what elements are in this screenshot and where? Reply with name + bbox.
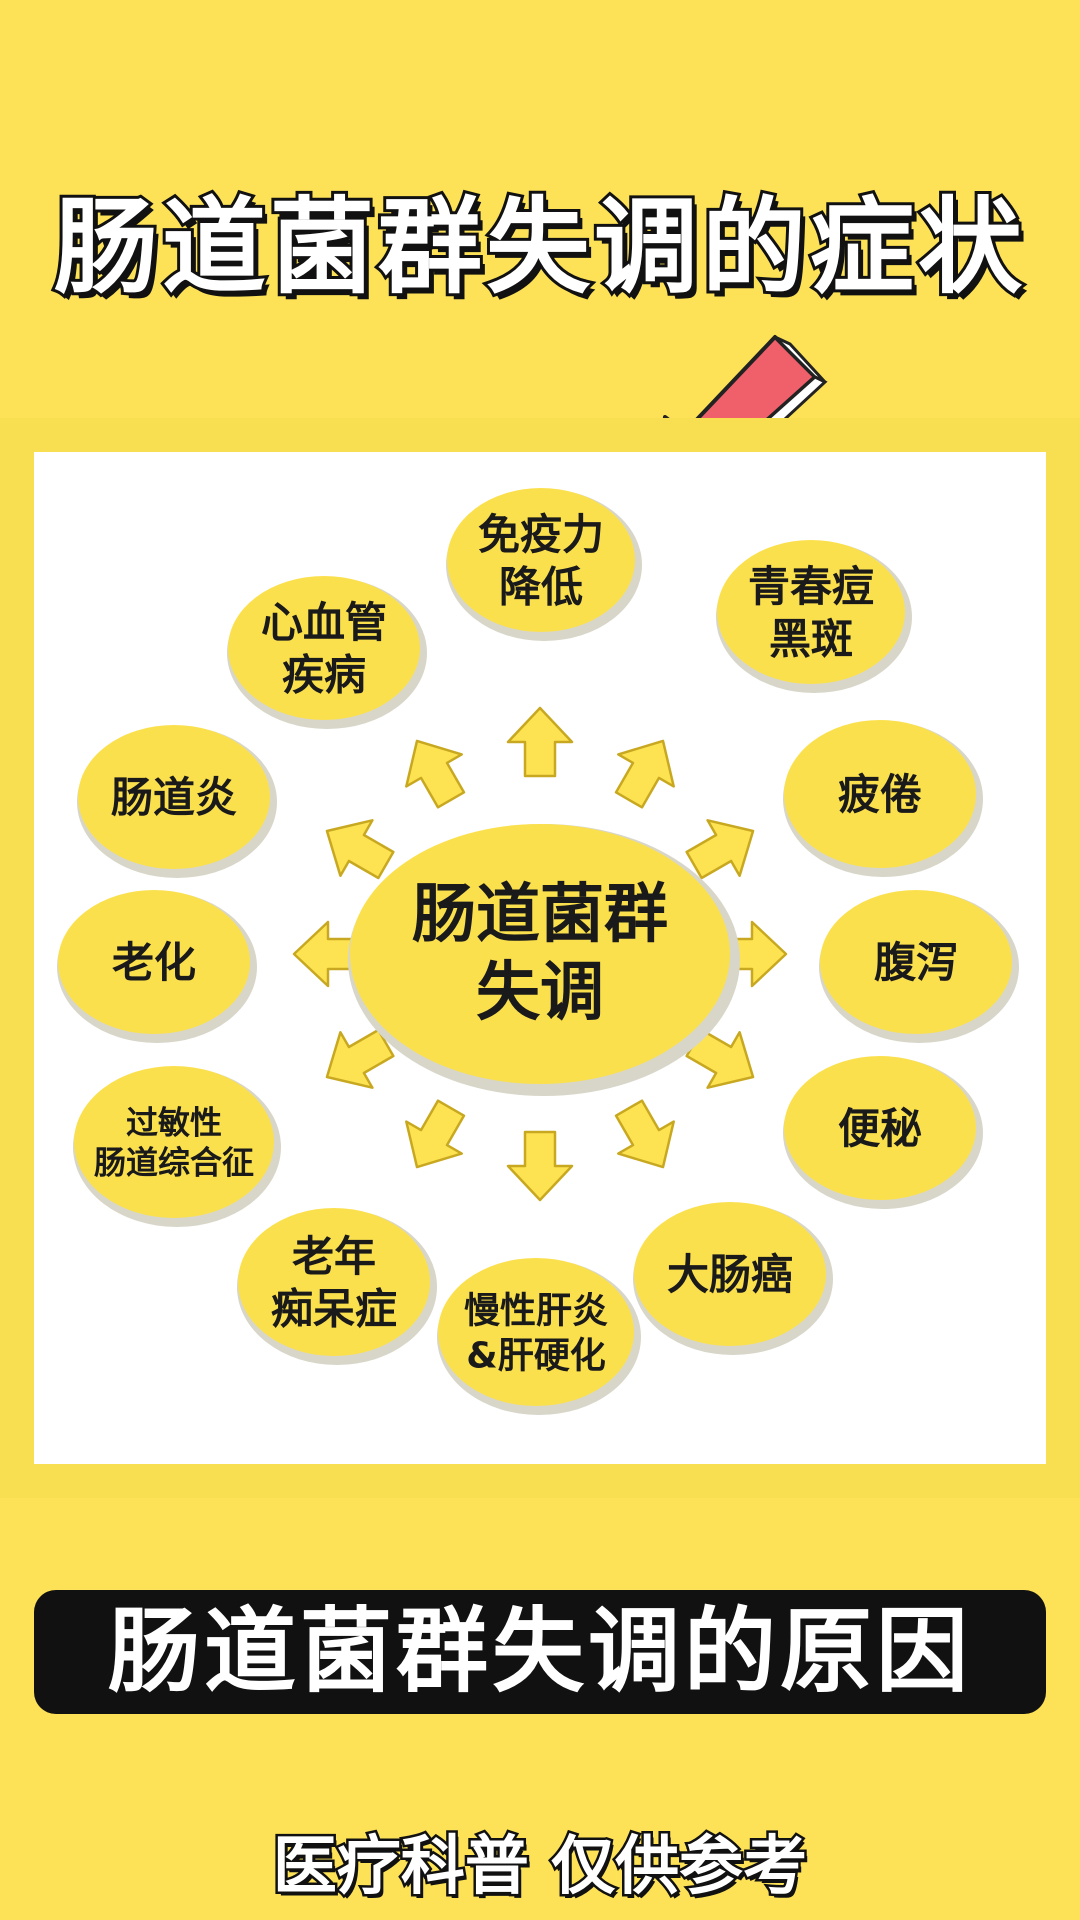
symptom-label: 老年	[292, 1232, 376, 1281]
symptom-label: 降低	[499, 562, 583, 611]
center-label: 肠道菌群	[412, 878, 668, 952]
symptom-node-fatigue: 疲倦	[783, 720, 983, 877]
direction-arrow-icon	[614, 1099, 675, 1169]
symptom-diagram: 肠道菌群失调免疫力降低青春痘黑斑疲倦腹泻便秘大肠癌慢性肝炎&肝硬化老年痴呆症过敏…	[57, 488, 1019, 1415]
symptom-label: 肠道综合征	[94, 1144, 254, 1182]
symptom-label: 青春痘	[748, 562, 874, 611]
direction-arrow-icon	[325, 1028, 395, 1089]
direction-arrow-icon	[325, 819, 395, 880]
page-title: 肠道菌群失调的症状	[51, 186, 1026, 308]
symptom-label: 便秘	[838, 1104, 922, 1153]
direction-arrow-icon	[506, 706, 574, 778]
symptom-label: 痴呆症	[271, 1284, 397, 1333]
symptom-node-hepatitis: 慢性肝炎&肝硬化	[437, 1258, 641, 1415]
symptom-label: 过敏性	[126, 1104, 222, 1142]
symptom-node-enteritis: 肠道炎	[77, 725, 277, 878]
direction-arrow-icon	[506, 1130, 574, 1202]
direction-arrow-icon	[405, 1099, 466, 1169]
symptom-label: 肠道炎	[111, 773, 237, 822]
center-label: 失调	[476, 956, 604, 1030]
symptom-label: 老化	[112, 938, 196, 987]
direction-arrow-icon	[685, 1028, 755, 1089]
symptom-label: 疾病	[282, 650, 366, 699]
direction-arrow-icon	[614, 739, 675, 809]
causes-title: 肠道菌群失调的原因	[107, 1598, 972, 1705]
direction-arrow-icon	[405, 739, 466, 809]
symptom-node-colon-cancer: 大肠癌	[633, 1202, 833, 1355]
symptom-label: 慢性肝炎	[464, 1290, 608, 1331]
symptom-label: 心血管	[261, 598, 387, 647]
symptom-node-diarrhea: 腹泻	[819, 890, 1019, 1043]
symptom-label: 疲倦	[838, 770, 922, 819]
symptom-label: 黑斑	[769, 614, 853, 663]
symptom-label: 免疫力	[478, 510, 604, 559]
center-node: 肠道菌群失调	[348, 824, 740, 1096]
symptom-label: 大肠癌	[667, 1250, 793, 1299]
symptom-label: 腹泻	[874, 938, 958, 987]
symptom-label: &肝硬化	[466, 1335, 605, 1376]
disclaimer-text: 医疗科普 仅供参考	[270, 1828, 809, 1907]
causes-banner	[34, 1590, 1046, 1714]
direction-arrow-icon	[685, 819, 755, 880]
symptom-node-aging: 老化	[57, 890, 257, 1043]
symptom-node-constipation: 便秘	[783, 1056, 983, 1209]
